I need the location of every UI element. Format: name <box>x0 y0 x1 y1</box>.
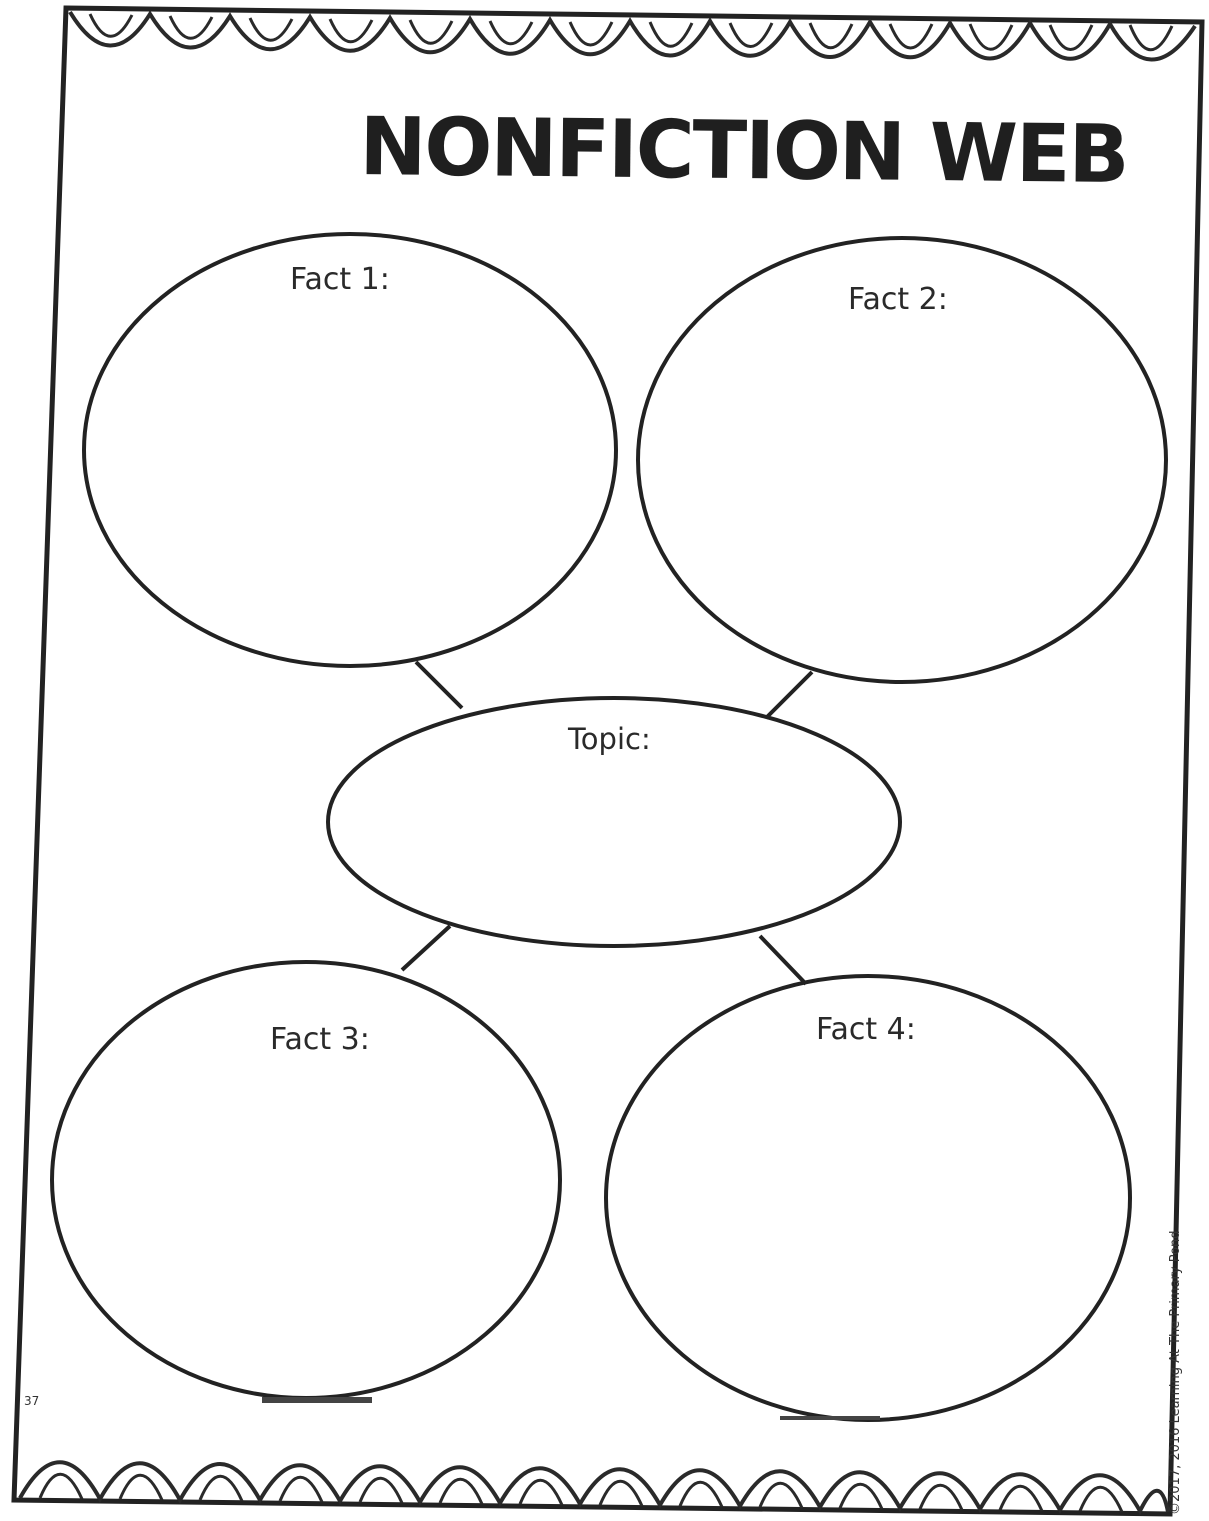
fact2-oval[interactable] <box>636 236 1168 684</box>
fact2-label: Fact 2: <box>848 282 948 317</box>
top-scallop-border <box>68 10 1197 62</box>
fact3-label: Fact 3: <box>270 1022 370 1057</box>
connector-fact3-topic <box>400 924 452 972</box>
bottom-scallop-border <box>18 1460 1170 1516</box>
page-number: 37 <box>24 1394 40 1408</box>
worksheet-title: NONFICTION WEB <box>359 100 1129 202</box>
fact1-oval[interactable] <box>82 232 618 668</box>
copyright-text: ©2017, 2016 Learning At The Primary Pond <box>1168 1230 1183 1515</box>
connector-fact2-topic <box>764 670 814 720</box>
fact1-label: Fact 1: <box>290 262 390 297</box>
connector-fact4-topic <box>758 934 808 986</box>
topic-oval[interactable] <box>326 696 902 948</box>
connector-fact1-topic <box>414 660 464 710</box>
fact4-label: Fact 4: <box>816 1012 916 1047</box>
topic-label: Topic: <box>568 722 651 756</box>
page-border <box>11 5 1205 1517</box>
